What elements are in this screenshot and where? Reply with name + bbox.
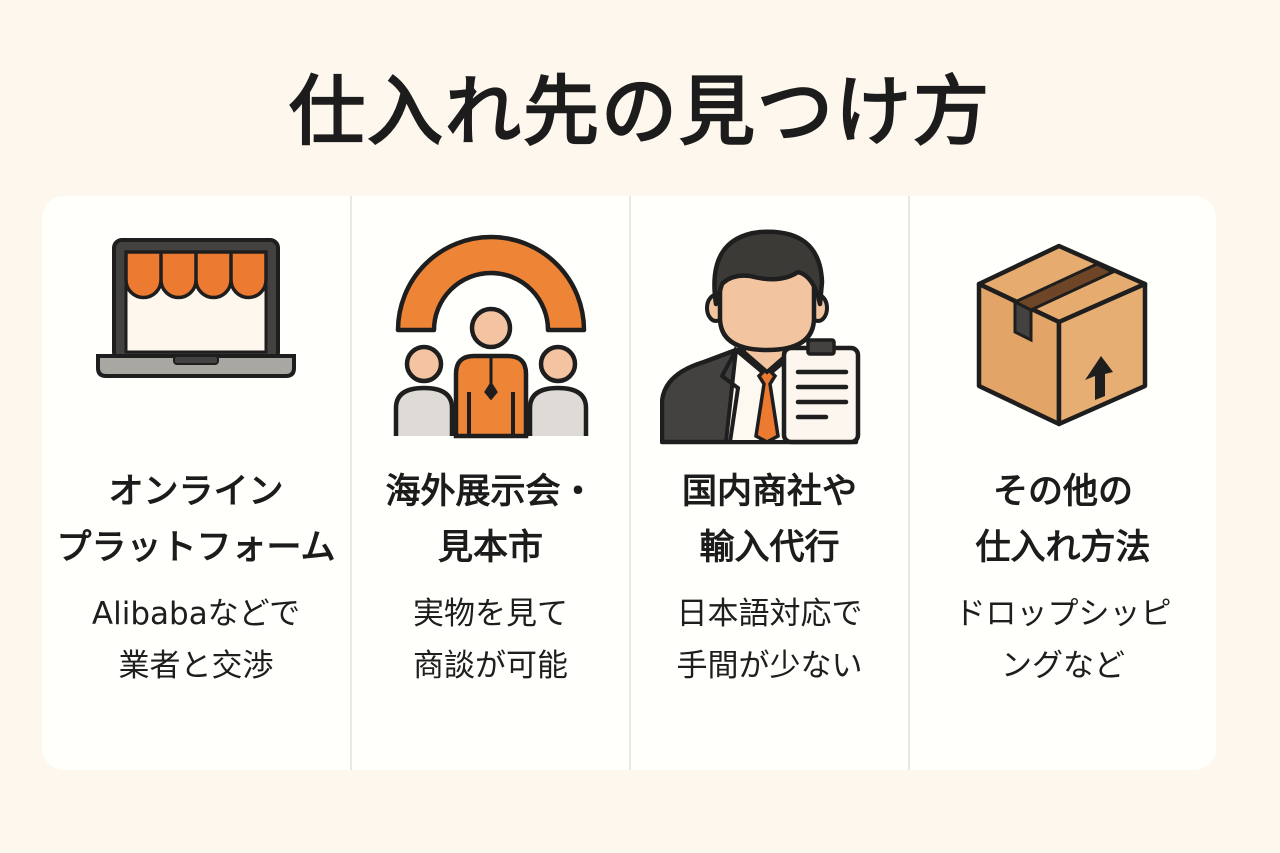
method-heading: 国内商社や 輸入代行 [681,472,857,568]
method-other: その他の 仕入れ方法 ドロップシッピ ングなど [910,196,1216,770]
method-description: ドロップシッピ ングなど [954,596,1172,684]
method-heading: 海外展示会・ 見本市 [385,472,596,568]
method-online-platform: オンライン プラットフォーム Alibabaなどで 業者と交渉 [42,196,352,770]
page-title: 仕入れ先の見つけ方 [289,67,991,156]
method-description: 日本語対応で 手間が少ない [676,596,863,684]
businessman-clipboard-icon [659,226,880,450]
method-description: 実物を見て 商談が可能 [413,596,568,684]
methods-card: オンライン プラットフォーム Alibabaなどで 業者と交渉 [42,196,1216,770]
method-domestic-trader: 国内商社や 輸入代行 日本語対応で 手間が少ない [631,196,910,770]
method-trade-show: 海外展示会・ 見本市 実物を見て 商談が可能 [352,196,631,770]
method-description: Alibabaなどで 業者と交渉 [91,596,301,684]
laptop-storefront-icon [96,236,296,390]
method-heading: その他の 仕入れ方法 [975,472,1151,568]
trade-show-people-icon [386,222,596,446]
cardboard-box-icon [973,242,1153,432]
method-heading: オンライン プラットフォーム [56,472,336,568]
